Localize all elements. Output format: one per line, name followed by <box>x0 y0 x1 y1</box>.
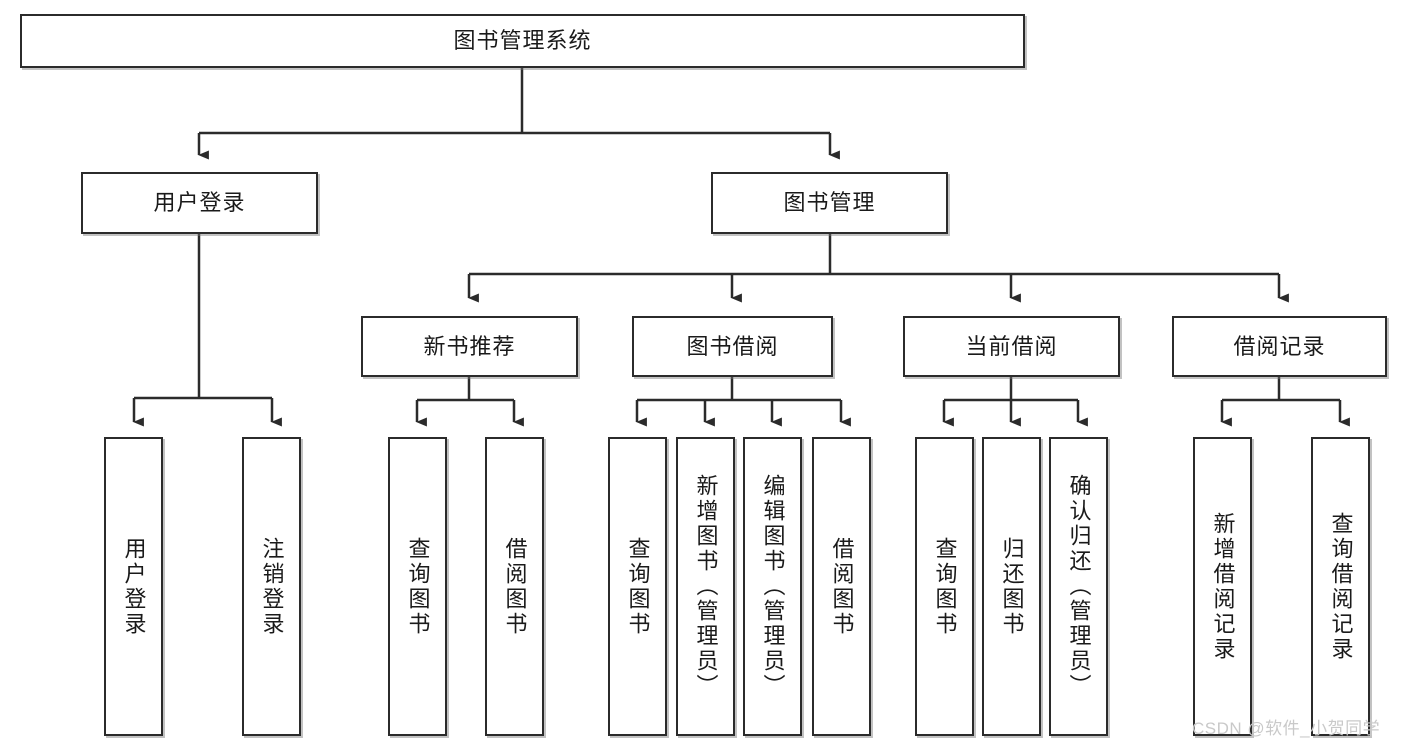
node-borrow-record[interactable]: 借阅记录 <box>1172 316 1387 377</box>
node-leaf-query-book-3-label: 查询图书 <box>932 536 958 637</box>
node-leaf-query-book-2[interactable]: 查询图书 <box>608 437 667 736</box>
node-leaf-query-book-3[interactable]: 查询图书 <box>915 437 974 736</box>
node-leaf-add-borrow-record[interactable]: 新增借阅记录 <box>1193 437 1252 736</box>
node-leaf-query-book-1[interactable]: 查询图书 <box>388 437 447 736</box>
edges-login-to-leaves <box>132 234 282 427</box>
node-leaf-return-book[interactable]: 归还图书 <box>982 437 1041 736</box>
node-leaf-query-book-2-label: 查询图书 <box>625 536 651 637</box>
node-leaf-confirm-return-admin[interactable]: 确认归还（管理员） <box>1049 437 1108 736</box>
node-root[interactable]: 图书管理系统 <box>20 14 1025 68</box>
node-leaf-logout[interactable]: 注销登录 <box>242 437 301 736</box>
node-leaf-borrow-book-1-label: 借阅图书 <box>502 536 528 637</box>
node-leaf-user-login-label: 用户登录 <box>121 536 147 637</box>
node-leaf-query-book-1-label: 查询图书 <box>405 536 431 637</box>
node-book-management[interactable]: 图书管理 <box>711 172 948 234</box>
node-book-management-label: 图书管理 <box>783 190 876 216</box>
node-current-borrow-label: 当前借阅 <box>965 333 1058 359</box>
node-leaf-add-book-admin-label: 新增图书（管理员） <box>693 474 719 699</box>
node-leaf-add-book-admin[interactable]: 新增图书（管理员） <box>676 437 735 736</box>
node-leaf-query-borrow-record[interactable]: 查询借阅记录 <box>1311 437 1370 736</box>
edges-current-to-leaves <box>942 377 1088 427</box>
edges-borrow-to-leaves <box>635 377 851 427</box>
edges-root-to-level2 <box>197 68 840 160</box>
node-leaf-edit-book-admin-label: 编辑图书（管理员） <box>760 474 786 699</box>
node-book-borrow-label: 图书借阅 <box>686 333 779 359</box>
node-new-book-recommend-label: 新书推荐 <box>423 333 516 359</box>
node-leaf-user-login[interactable]: 用户登录 <box>104 437 163 736</box>
edges-record-to-leaves <box>1220 377 1350 427</box>
node-leaf-return-book-label: 归还图书 <box>999 536 1025 637</box>
node-borrow-record-label: 借阅记录 <box>1233 333 1326 359</box>
node-leaf-query-borrow-record-label: 查询借阅记录 <box>1328 511 1354 662</box>
node-root-label: 图书管理系统 <box>453 28 592 54</box>
node-new-book-recommend[interactable]: 新书推荐 <box>361 316 578 377</box>
node-user-login-label: 用户登录 <box>153 190 246 216</box>
edges-newbook-to-leaves <box>415 377 524 427</box>
node-leaf-borrow-book-2-label: 借阅图书 <box>829 536 855 637</box>
node-leaf-borrow-book-2[interactable]: 借阅图书 <box>812 437 871 736</box>
node-leaf-edit-book-admin[interactable]: 编辑图书（管理员） <box>743 437 802 736</box>
node-leaf-add-borrow-record-label: 新增借阅记录 <box>1210 511 1236 662</box>
node-leaf-borrow-book-1[interactable]: 借阅图书 <box>485 437 544 736</box>
node-book-borrow[interactable]: 图书借阅 <box>632 316 833 377</box>
edges-bookmgmt-to-level3 <box>467 234 1289 303</box>
node-leaf-confirm-return-admin-label: 确认归还（管理员） <box>1066 474 1092 699</box>
node-user-login[interactable]: 用户登录 <box>81 172 318 234</box>
node-leaf-logout-label: 注销登录 <box>259 536 285 637</box>
node-current-borrow[interactable]: 当前借阅 <box>903 316 1120 377</box>
